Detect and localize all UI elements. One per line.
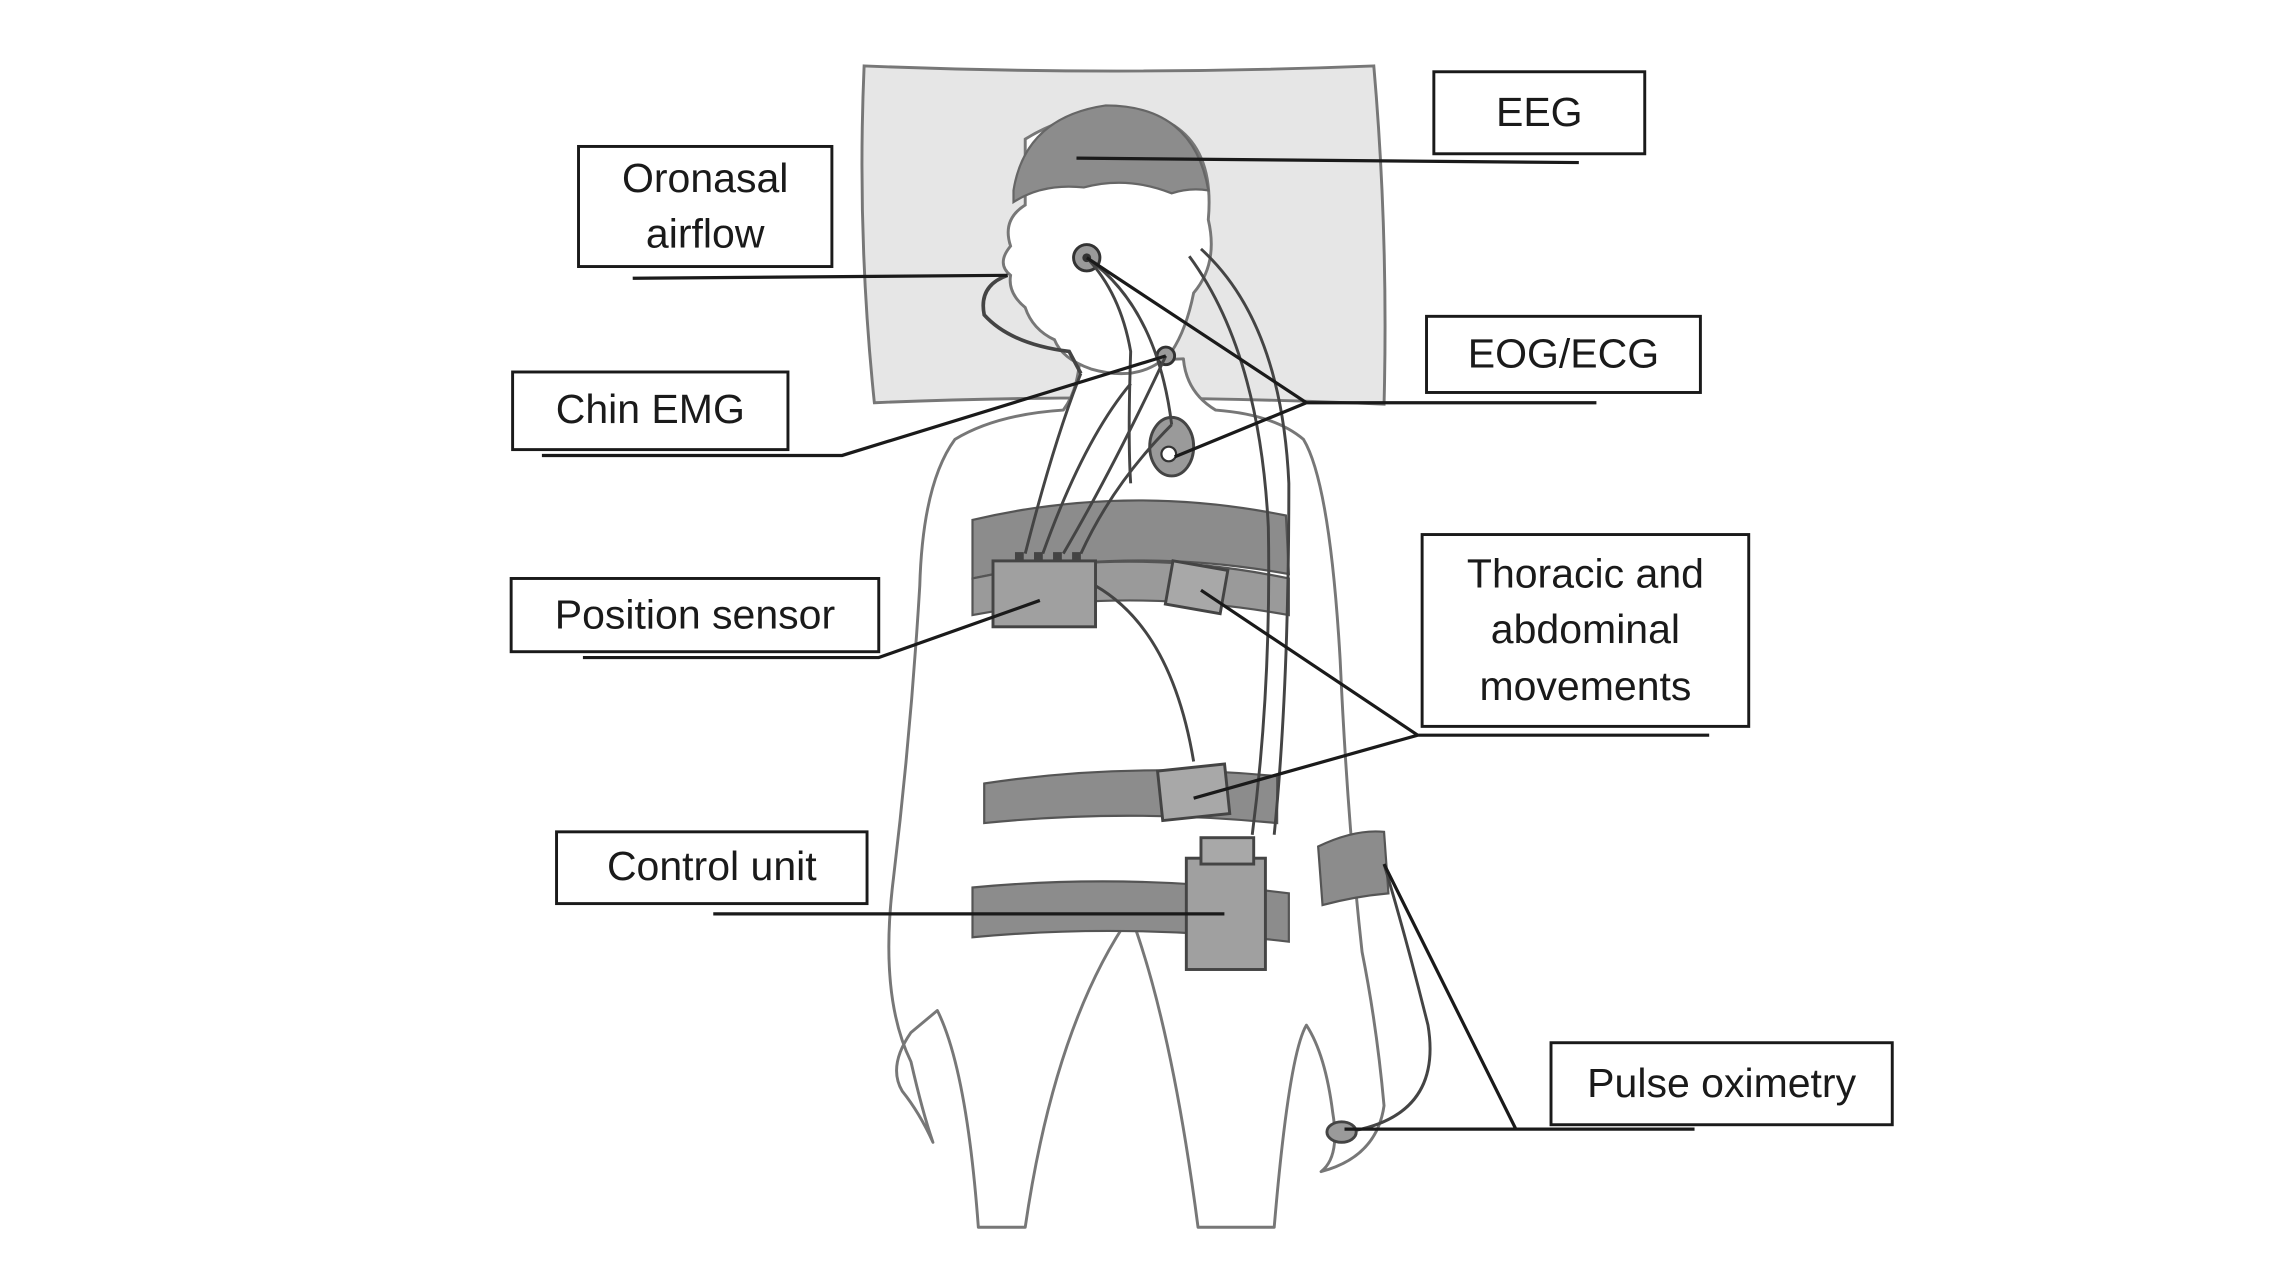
leader-pulse-oximetry <box>1344 863 1695 1131</box>
label-pulse-oximetry: Pulse oximetry <box>1549 1041 1894 1127</box>
leader-eog-ecg <box>1085 256 1597 459</box>
label-eeg-text: EEG <box>1495 89 1583 135</box>
leader-oronasal <box>632 273 1008 280</box>
eeg-cap <box>1012 104 1210 205</box>
label-oronasal-airflow: Oronasal airflow <box>577 144 834 269</box>
oronasal-cannula <box>981 273 1083 375</box>
leader-thoracic <box>1193 588 1710 800</box>
abdominal-band <box>983 769 1279 825</box>
leader-lines <box>541 156 1710 1131</box>
label-eeg: EEG <box>1432 70 1647 156</box>
leader-eeg <box>1076 156 1579 165</box>
label-thoracic-abdominal-line2: abdominal <box>1490 606 1681 653</box>
sensor-wires <box>1023 247 1432 1133</box>
label-oronasal-airflow-line2: airflow <box>645 210 765 257</box>
label-control-unit-text: Control unit <box>606 844 817 890</box>
label-thoracic-abdominal-line1: Thoracic and <box>1466 551 1704 597</box>
finger-probe <box>1325 1120 1358 1144</box>
label-chin-emg: Chin EMG <box>511 370 790 452</box>
label-position-sensor: Position sensor <box>509 577 881 654</box>
label-position-sensor-text: Position sensor <box>554 591 836 637</box>
label-chin-emg-text: Chin EMG <box>555 387 745 433</box>
label-control-unit: Control unit <box>555 830 869 906</box>
leader-position-sensor <box>582 598 1041 660</box>
label-pulse-oximetry-text: Pulse oximetry <box>1587 1060 1857 1106</box>
label-eog-ecg: EOG/ECG <box>1425 314 1702 394</box>
label-thoracic-abdominal-line3: movements <box>1479 662 1692 709</box>
label-thoracic-abdominal: Thoracic and abdominal movements <box>1420 533 1751 728</box>
thoracic-sensor <box>1163 559 1230 616</box>
position-sensor-device <box>991 559 1097 629</box>
label-oronasal-airflow-line1: Oronasal <box>621 155 789 201</box>
arm-band <box>1316 830 1390 907</box>
label-eog-ecg-text: EOG/ECG <box>1467 330 1660 377</box>
leader-chin-emg <box>541 354 1167 458</box>
